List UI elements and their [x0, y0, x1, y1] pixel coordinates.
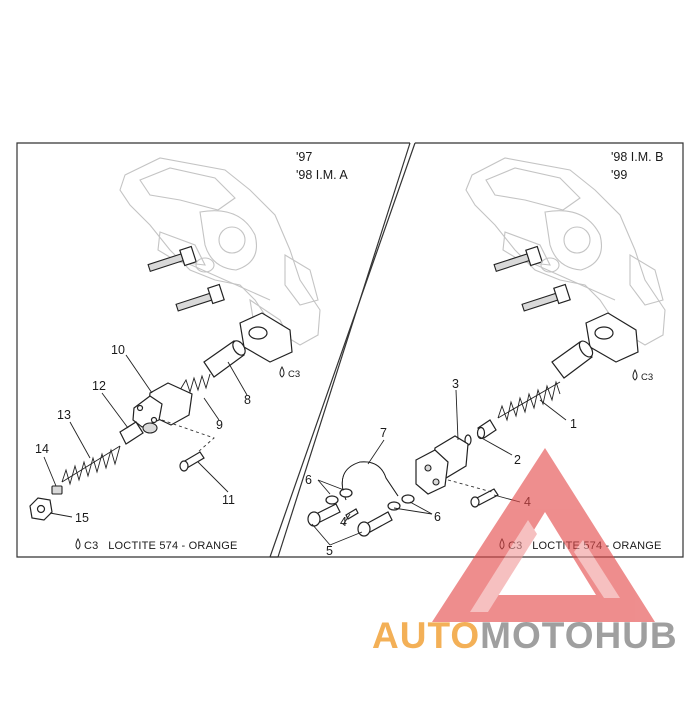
left-header-year-2: '98 I.M. A	[296, 168, 348, 182]
left-legend: C3 LOCTITE 574 - ORANGE	[84, 540, 238, 552]
right-pipe-7	[341, 461, 399, 501]
right-tensioner-body-3	[415, 435, 469, 495]
left-port-block	[239, 312, 293, 363]
right-screws-4	[345, 488, 499, 520]
left-callout-9: 9	[216, 418, 223, 432]
left-plunger-12	[119, 421, 144, 445]
left-callout-13: 13	[57, 408, 71, 422]
right-callout-6b: 6	[434, 510, 441, 524]
right-banjo-bolts-5	[307, 503, 393, 537]
svg-text:AUTOMOTOHUB: AUTOMOTOHUB	[372, 615, 678, 656]
left-callout-12: 12	[92, 379, 106, 393]
right-callout-2: 2	[514, 453, 521, 467]
right-header-year-2: '99	[611, 168, 627, 182]
left-bolt-14	[51, 485, 63, 495]
left-sleeve-8	[203, 340, 246, 378]
right-callout-1: 1	[570, 417, 577, 431]
right-callout-7: 7	[380, 426, 387, 440]
left-callout-14: 14	[35, 442, 49, 456]
left-spring-9	[179, 373, 211, 394]
left-c3-drop-icon	[279, 365, 285, 378]
watermark-moto: MOTO	[480, 615, 594, 656]
left-tensioner-body-10	[132, 382, 193, 434]
left-leaders	[43, 354, 248, 518]
left-screw-11	[179, 451, 205, 472]
watermark-logo-icon	[432, 448, 655, 622]
watermark-wordmark: AUTOMOTOHUB	[372, 615, 678, 656]
right-leaders	[311, 389, 567, 546]
left-housing-ghost	[119, 157, 321, 346]
panel-divider-2	[269, 142, 416, 558]
right-port-block	[585, 312, 639, 363]
right-studs	[493, 245, 571, 312]
left-spring-13	[61, 445, 121, 486]
left-nut-15	[29, 497, 53, 521]
right-callout-6a: 6	[305, 473, 312, 487]
right-housing-ghost	[465, 157, 666, 346]
watermark-auto: AUTO	[372, 615, 480, 656]
right-header-year-1: '98 I.M. B	[611, 150, 663, 164]
right-c3-drop-icon	[632, 368, 638, 381]
right-c3-mark: C3	[641, 372, 653, 383]
left-legend-drop-icon	[75, 537, 81, 550]
watermark-hub: HUB	[594, 615, 677, 656]
left-header-year-1: '97	[296, 150, 312, 164]
left-callout-11: 11	[222, 493, 235, 507]
left-studs	[147, 245, 225, 312]
panel-divider	[277, 142, 411, 558]
left-panel-frame	[16, 142, 410, 558]
right-bushing-2	[476, 419, 497, 440]
right-washers-6	[325, 488, 415, 511]
right-callout-4b: 4	[340, 515, 347, 529]
right-callout-3: 3	[452, 377, 459, 391]
left-callout-8: 8	[244, 393, 251, 407]
left-c3-mark: C3	[288, 369, 300, 380]
right-spring-1	[497, 380, 561, 422]
right-callout-5: 5	[326, 544, 333, 558]
left-callout-15: 15	[75, 511, 89, 525]
right-tube-1	[551, 340, 594, 379]
left-callout-10: 10	[111, 343, 125, 357]
